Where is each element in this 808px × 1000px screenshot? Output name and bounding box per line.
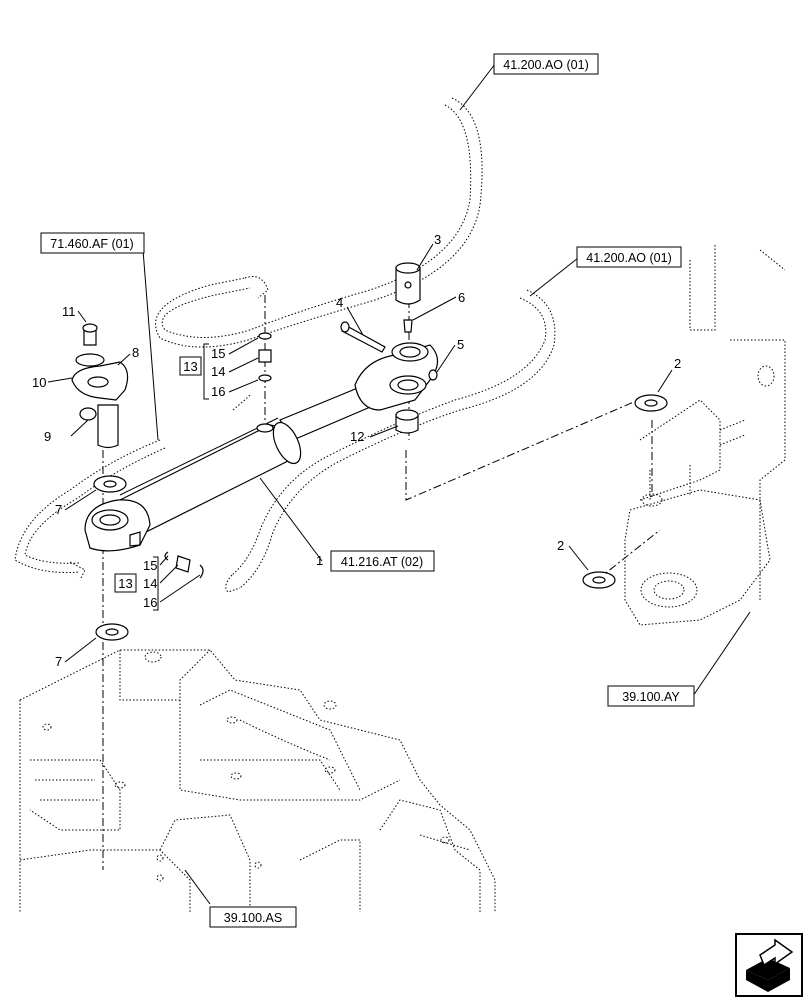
callout-12: 12 — [350, 429, 364, 444]
callout-kit-a-16: 16 — [211, 384, 225, 399]
ref-box-cylinder[interactable]: 41.216.AT (02) — [330, 550, 435, 572]
callout-kit-a-15: 15 — [211, 346, 225, 361]
right-frame-drawing — [624, 245, 786, 626]
leader-lines — [47, 63, 751, 905]
ref-hose-right-label: 41.200.AO (01) — [586, 251, 671, 265]
ref-box-hose-top[interactable]: 41.200.AO (01) — [493, 53, 599, 75]
ref-frame-bottom-label: 39.100.AS — [224, 911, 282, 925]
ref-box-hose-right[interactable]: 41.200.AO (01) — [576, 246, 682, 268]
hydraulic-hose-drawing — [14, 97, 556, 593]
callout-kit-a-14: 14 — [211, 364, 225, 379]
callout-kit-b-14: 14 — [143, 576, 157, 591]
callout-8: 8 — [132, 345, 139, 360]
bushing-part-12 — [395, 409, 419, 434]
callout-10: 10 — [32, 375, 46, 390]
callout-2-upper: 2 — [674, 356, 681, 371]
pin-part-9 — [79, 404, 119, 449]
washer-part-10 — [75, 353, 105, 367]
bolt-part-4 — [340, 321, 386, 353]
callout-4: 4 — [336, 295, 343, 310]
callout-7-lower: 7 — [55, 654, 62, 669]
callout-9: 9 — [44, 429, 51, 444]
lower-frame-drawing — [19, 649, 496, 912]
callout-2-lower: 2 — [557, 538, 564, 553]
callout-numbers: 1 2 2 3 4 5 6 7 7 8 9 10 11 12 15 14 16 … — [32, 232, 681, 669]
kit-a-label: 13 — [183, 359, 197, 374]
screw-part-5 — [428, 369, 438, 381]
ref-box-frame-right[interactable]: 39.100.AY — [607, 685, 695, 707]
plate-part-8 — [71, 361, 129, 401]
ref-box-frame-bottom[interactable]: 39.100.AS — [209, 906, 297, 928]
callout-kit-b-16: 16 — [143, 595, 157, 610]
washer-parts-7 — [93, 475, 129, 641]
ref-linkage-label: 71.460.AF (01) — [50, 237, 133, 251]
callout-1: 1 — [316, 553, 323, 568]
callout-3: 3 — [434, 232, 441, 247]
ref-frame-right-label: 39.100.AY — [622, 690, 680, 704]
callout-kit-b-15: 15 — [143, 558, 157, 573]
callout-11: 11 — [62, 304, 76, 319]
hydraulic-cylinder — [84, 342, 439, 552]
kit-box-b: 13 — [114, 573, 137, 593]
pin-part-3 — [395, 262, 421, 305]
next-page-arrow-icon[interactable] — [735, 933, 803, 997]
washer-parts-2 — [582, 394, 668, 589]
fitting-kit-b-parts — [164, 551, 204, 579]
kit-b-label: 13 — [118, 576, 132, 591]
grease-fitting-part-6 — [403, 319, 413, 333]
callout-5: 5 — [457, 337, 464, 352]
callout-7-upper: 7 — [55, 502, 62, 517]
ref-hose-top-label: 41.200.AO (01) — [503, 58, 588, 72]
ref-cylinder-label: 41.216.AT (02) — [341, 555, 423, 569]
fitting-kit-a-parts — [258, 332, 272, 382]
callout-6: 6 — [458, 290, 465, 305]
bolt-part-11 — [82, 323, 98, 346]
ref-box-linkage[interactable]: 71.460.AF (01) — [40, 232, 145, 254]
kit-box-a: 13 — [179, 356, 202, 376]
